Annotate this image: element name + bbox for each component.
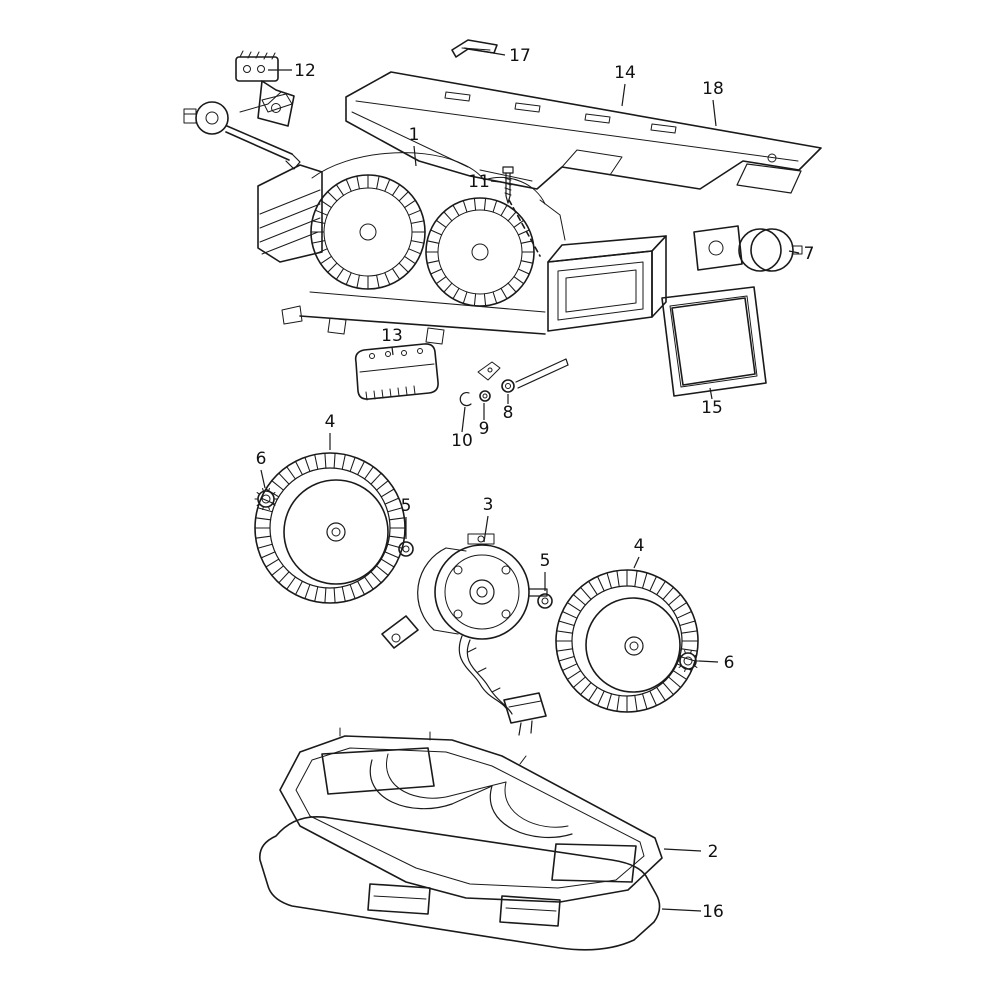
callout-leader-3 <box>483 515 489 543</box>
callout-5-right[interactable]: 5 <box>540 551 551 571</box>
callout-15[interactable]: 15 <box>701 398 723 418</box>
callout-leader-6-left <box>260 469 266 489</box>
part-11-screw <box>502 166 514 204</box>
callout-leader-2 <box>663 848 702 852</box>
part-5-washer-right <box>537 593 553 609</box>
part-15-grille <box>661 286 767 397</box>
part-4-blower-wheel-left <box>254 452 406 604</box>
callout-3[interactable]: 3 <box>483 495 494 515</box>
callout-10[interactable]: 10 <box>451 431 473 451</box>
part-vacuum-actuator-left <box>183 91 301 170</box>
part-12-switch <box>235 50 295 127</box>
callout-leader-13 <box>391 346 394 356</box>
callout-leader-18 <box>712 99 717 127</box>
callout-4-right[interactable]: 4 <box>634 536 645 556</box>
callout-leader-10 <box>461 406 466 433</box>
part-5-washer-left <box>398 541 414 557</box>
callout-leader-4-right <box>633 556 640 569</box>
callout-4-left[interactable]: 4 <box>325 412 336 432</box>
callout-leader-16 <box>661 908 702 912</box>
callout-leader-17 <box>463 47 506 56</box>
callout-14[interactable]: 14 <box>614 63 636 83</box>
part-1-blower-housing <box>257 152 667 345</box>
part-18-cowl-end <box>736 153 802 194</box>
part-14-cowl-panel <box>345 71 822 190</box>
part-8-9-10-hardware <box>459 358 569 407</box>
part-4-blower-wheel-right <box>555 569 699 713</box>
callout-9[interactable]: 9 <box>479 419 490 439</box>
part-13-resistor <box>354 343 439 401</box>
part-17-clip <box>451 39 498 58</box>
callout-16[interactable]: 16 <box>702 902 724 922</box>
callout-1[interactable]: 1 <box>409 125 420 145</box>
callout-leader-11 <box>490 180 502 183</box>
part-3-blower-motor <box>381 533 548 736</box>
callout-5-left[interactable]: 5 <box>401 496 412 516</box>
callout-13[interactable]: 13 <box>381 326 403 346</box>
part-6-nut-left <box>254 487 278 511</box>
part-16-gasket <box>259 816 661 951</box>
callout-leader-1 <box>413 145 417 167</box>
callout-leader-15 <box>709 387 713 400</box>
callout-leader-6-right <box>698 660 719 663</box>
callout-8[interactable]: 8 <box>503 403 514 423</box>
callout-2[interactable]: 2 <box>708 842 719 862</box>
callout-12[interactable]: 12 <box>294 61 316 81</box>
part-7-actuator <box>693 225 803 272</box>
callout-6-right[interactable]: 6 <box>724 653 735 673</box>
diagram-artwork <box>183 39 822 951</box>
callout-18[interactable]: 18 <box>702 79 724 99</box>
callout-7[interactable]: 7 <box>804 244 815 264</box>
callout-6-left[interactable]: 6 <box>256 449 267 469</box>
callout-17[interactable]: 17 <box>509 46 531 66</box>
part-6-nut-right <box>676 649 700 673</box>
callout-11[interactable]: 11 <box>468 172 490 192</box>
callout-leader-14 <box>621 83 626 107</box>
part-2-lower-housing <box>279 727 663 927</box>
callout-leader-7 <box>788 250 800 254</box>
